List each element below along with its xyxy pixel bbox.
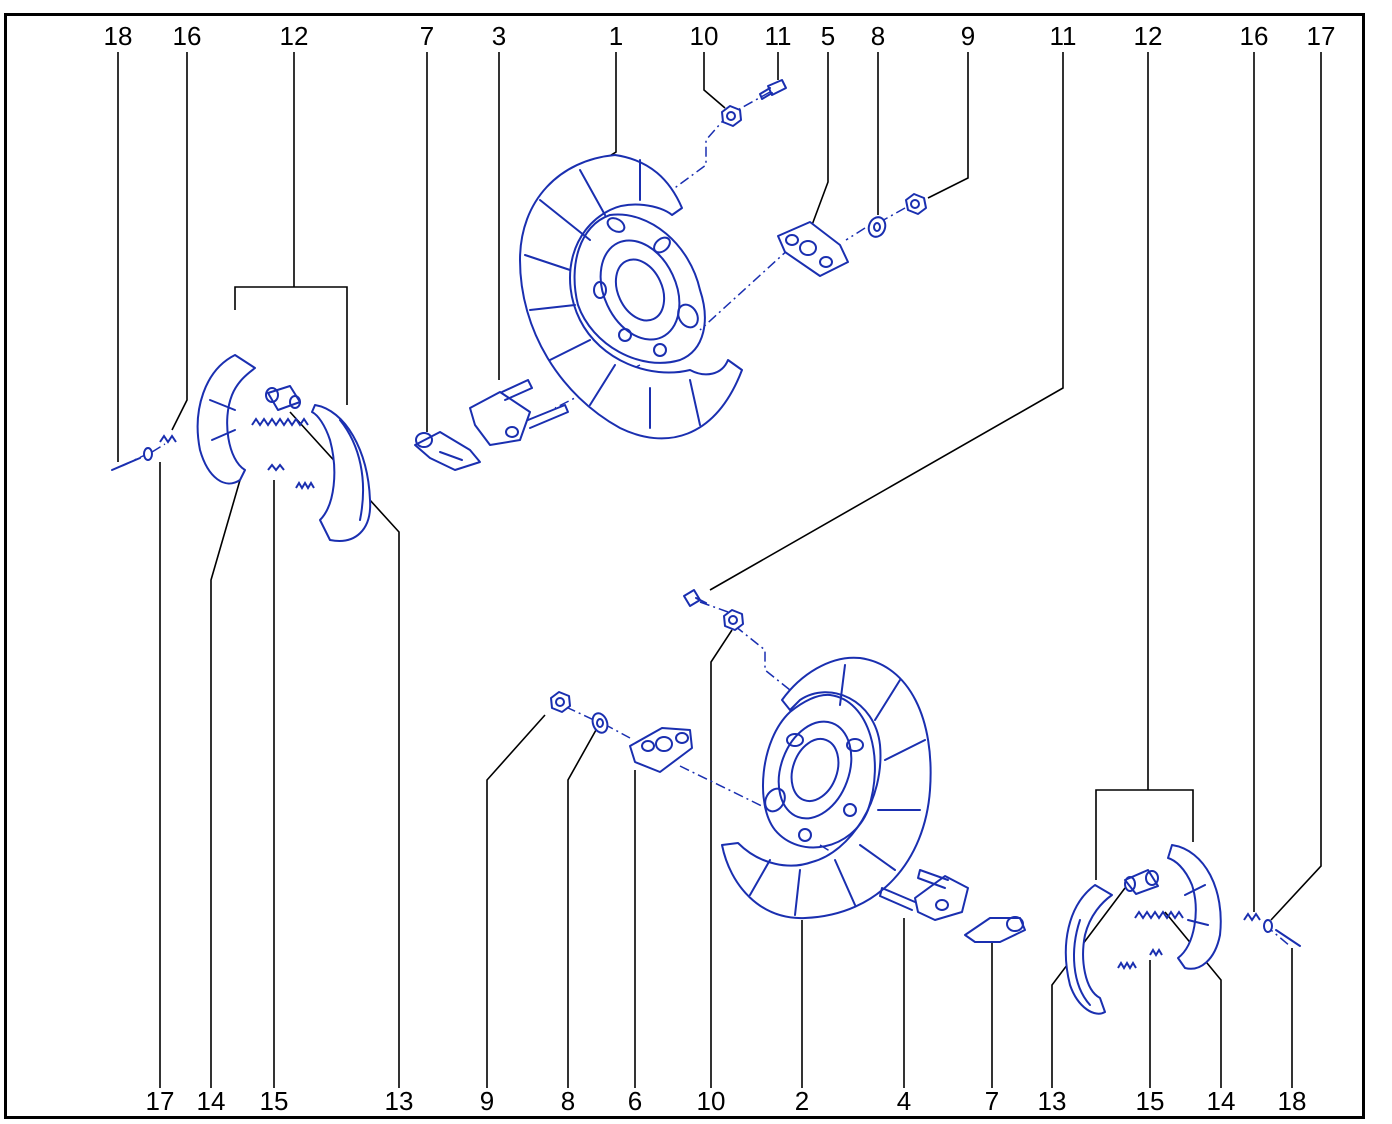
label-bottom-13-b: 13 <box>1038 1086 1067 1116</box>
brake-shoe-left-assembly <box>196 354 372 542</box>
lever-bracket-4 <box>879 869 969 921</box>
lever-7-lower <box>964 916 1026 943</box>
nut-10-top <box>721 105 742 127</box>
label-top-1: 1 <box>609 21 623 51</box>
label-top-17: 17 <box>1307 21 1336 51</box>
label-top-12-b: 12 <box>1134 21 1163 51</box>
clip-17-right <box>1263 919 1273 933</box>
backing-plate-lower <box>721 656 932 920</box>
label-top-11-a: 11 <box>765 21 792 51</box>
nut-10-lower <box>723 609 744 631</box>
label-top-10: 10 <box>690 21 719 51</box>
pin-18-right <box>1275 929 1301 947</box>
label-bottom-10: 10 <box>697 1086 726 1116</box>
label-top-18: 18 <box>104 21 133 51</box>
label-bottom-6: 6 <box>628 1086 642 1116</box>
label-top-16-b: 16 <box>1240 21 1269 51</box>
nut-9-top <box>905 193 927 215</box>
label-top-7: 7 <box>420 21 434 51</box>
washer-8-lower <box>591 712 609 734</box>
label-top-11-b: 11 <box>1050 21 1077 51</box>
washer-8-top <box>867 216 887 238</box>
bolt-11-lower <box>683 589 707 607</box>
label-bottom-13: 13 <box>385 1086 414 1116</box>
label-bottom-17: 17 <box>146 1086 175 1116</box>
label-top-12: 12 <box>280 21 309 51</box>
label-bottom-15-b: 15 <box>1136 1086 1165 1116</box>
clip-17-left <box>143 447 153 461</box>
label-bottom-4: 4 <box>897 1086 911 1116</box>
leader-lines-bottom <box>159 411 1293 1088</box>
nut-9-lower <box>550 691 571 713</box>
spring-16-right <box>1243 912 1261 922</box>
assembly-axis-lines <box>121 91 1291 947</box>
label-bottom-8: 8 <box>561 1086 575 1116</box>
label-bottom-15: 15 <box>260 1086 289 1116</box>
lever-7-upper <box>414 431 481 471</box>
pin-18-left <box>111 457 141 471</box>
label-top-16: 16 <box>173 21 202 51</box>
backing-plate-upper <box>519 154 743 440</box>
label-top-3: 3 <box>492 21 506 51</box>
diagram-frame <box>4 13 1365 1119</box>
bracket-5 <box>777 221 849 277</box>
bolt-11-top <box>759 79 787 100</box>
label-bottom-14: 14 <box>197 1086 226 1116</box>
label-top-5: 5 <box>821 21 835 51</box>
lever-bracket-3 <box>469 379 569 446</box>
brake-shoe-right-assembly <box>1064 844 1222 1015</box>
label-top-8: 8 <box>871 21 885 51</box>
label-bottom-18: 18 <box>1278 1086 1307 1116</box>
label-bottom-7: 7 <box>985 1086 999 1116</box>
label-bottom-2: 2 <box>795 1086 809 1116</box>
label-bottom-14-b: 14 <box>1207 1086 1236 1116</box>
leader-lines-top <box>117 52 1322 921</box>
label-top-9: 9 <box>961 21 975 51</box>
spring-16-left <box>159 434 177 444</box>
bracket-6 <box>629 727 693 773</box>
label-bottom-9: 9 <box>480 1086 494 1116</box>
